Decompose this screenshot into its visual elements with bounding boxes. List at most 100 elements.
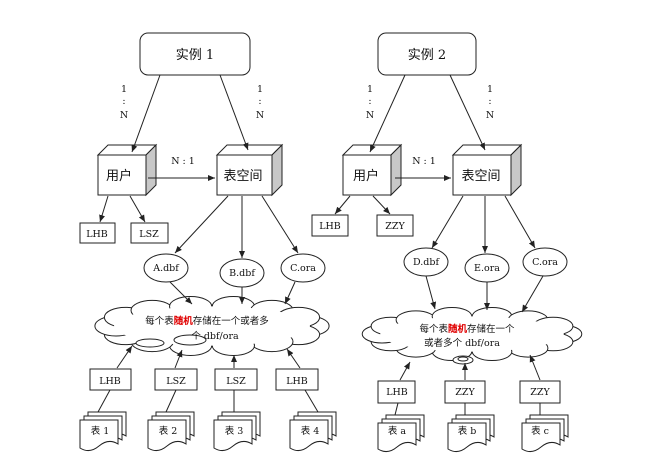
arrow [449, 74, 486, 151]
user-cube [342, 154, 392, 196]
cloud-text-line2: 或者多个 dbf/ora [424, 337, 500, 349]
arrow [369, 74, 406, 153]
arrow [116, 345, 133, 369]
datafile-label: C.ora [290, 263, 316, 274]
connector-line [97, 389, 111, 413]
datafile-ellipse [143, 253, 189, 283]
tablespace-cube-top [215, 144, 284, 156]
table-document-icon [79, 419, 119, 452]
datafile-label: D.dbf [413, 257, 440, 268]
arrow [372, 195, 391, 215]
connector-line [165, 389, 177, 413]
datafile-label: C.ora [532, 257, 558, 268]
cloud-text-line1: 每个表随机存储在一个或者多 [145, 315, 269, 327]
ratio-label: 1 [487, 84, 493, 95]
owner-box-label: ZZY [530, 387, 550, 398]
arrow [521, 275, 544, 313]
table-document-icon [377, 422, 417, 453]
ratio-label: N [486, 110, 494, 121]
table-document-icon [213, 419, 253, 452]
user-box-label: LHB [319, 221, 341, 232]
user-box-label: LSZ [139, 229, 159, 240]
arrow [219, 74, 249, 151]
table-document-icon [289, 419, 329, 452]
ratio-label: N [120, 110, 128, 121]
owner-box-label: ZZY [455, 387, 475, 398]
owner-box-label: LHB [99, 376, 121, 387]
user-box [130, 222, 169, 244]
arrow [169, 281, 193, 305]
user-cube-side [145, 143, 157, 197]
cloud-puff [173, 334, 207, 346]
arrow [529, 354, 541, 381]
user-box [79, 222, 116, 244]
instance-1-label: 实例 1 [176, 48, 214, 63]
cloud-text-line1: 每个表随机存储在一个 [419, 323, 515, 335]
cloud-text: 存储在一个或者多 [193, 315, 269, 327]
table-doc-label: 表 2 [159, 425, 178, 437]
ratio-label: 1 [121, 84, 127, 95]
user-cube-label: 用户 [106, 168, 132, 184]
arrow [174, 349, 183, 369]
datafile-ellipse [522, 247, 568, 277]
arrow [334, 195, 351, 215]
datafile-label: B.dbf [229, 268, 256, 279]
cloud-text: 每个表 [419, 323, 448, 335]
table-doc-label: 表 b [458, 425, 477, 437]
table-document-icon [521, 422, 561, 453]
table-doc-label: 表 c [531, 425, 549, 437]
table-doc-label: 表 3 [225, 425, 244, 437]
user-box-label: LHB [86, 229, 108, 240]
cloud-puff [135, 338, 165, 348]
ratio-label: 1 [257, 84, 263, 95]
table-document-icon [147, 419, 187, 452]
owner-box-label: LHB [386, 387, 408, 398]
arrow [399, 361, 411, 381]
owner-box-label: LSZ [226, 376, 246, 387]
tablespace-cube-label: 表空间 [461, 169, 500, 184]
datafile-label: A.dbf [152, 263, 180, 274]
cloud-highlight: 随机 [174, 315, 194, 327]
instance-2-label: 实例 2 [408, 48, 446, 63]
connector-line [394, 402, 399, 416]
datafile-ellipse [280, 253, 326, 283]
ratio-label: : [258, 96, 261, 107]
cloud-text-line2: 个 dbf/ora [191, 331, 239, 342]
arrow [99, 195, 109, 223]
user-cube [97, 154, 147, 196]
cloud-highlight: 随机 [448, 323, 468, 335]
ratio-label: : [488, 96, 491, 107]
owner-box [214, 368, 258, 391]
arrow [425, 275, 437, 310]
arrow [261, 195, 299, 254]
ratio-label: N [366, 110, 374, 121]
arrow [284, 281, 296, 305]
tablespace-cube-side [510, 143, 522, 197]
tablespace-cube-label: 表空间 [223, 169, 262, 184]
instance-1-box [139, 32, 251, 76]
table-doc-label: 表 1 [91, 425, 110, 437]
instance-2-box [377, 32, 477, 76]
ratio-label: : [368, 96, 371, 107]
table-doc-label: 表 4 [301, 425, 320, 437]
owner-box-label: LHB [286, 376, 308, 387]
user-box [376, 214, 414, 237]
arrow [286, 348, 301, 369]
n-to-1-label: N : 1 [171, 156, 195, 167]
arrow [131, 74, 161, 153]
owner-box [275, 368, 319, 391]
cloud-puff [457, 356, 469, 362]
n-to-1-label: N : 1 [412, 156, 436, 167]
owner-box [89, 368, 132, 391]
storage-cloud [114, 306, 310, 346]
owner-box [377, 380, 416, 404]
storage-cloud [380, 316, 564, 352]
arrow [129, 195, 146, 223]
arrow [174, 195, 229, 254]
ratio-label: : [122, 96, 125, 107]
arrow [504, 195, 536, 249]
tablespace-cube-side [271, 143, 283, 197]
table-doc-label: 表 a [388, 425, 407, 437]
datafile-label: E.ora [474, 263, 500, 274]
